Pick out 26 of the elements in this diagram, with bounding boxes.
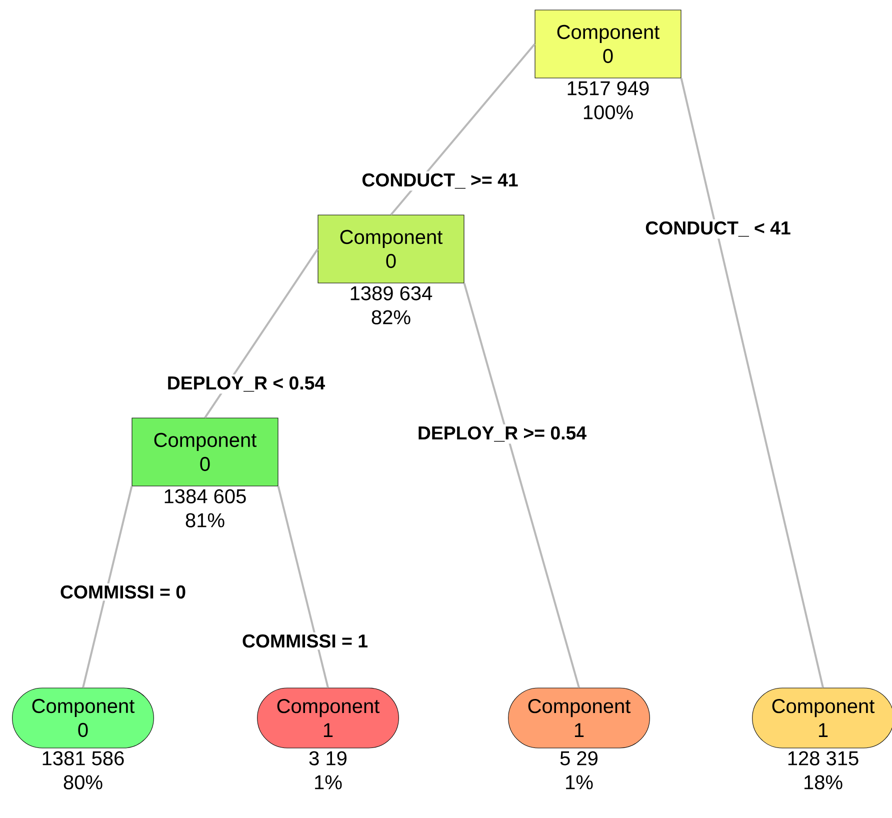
split-rule-label: COMMISSI = 1 <box>240 632 370 650</box>
split-rule-label: DEPLOY_R < 0.54 <box>164 374 328 394</box>
branch-line <box>277 486 329 688</box>
stats-text: 1389 634 82% <box>350 286 432 324</box>
split-rule-label: COMMISSI = 0 <box>58 583 188 601</box>
leaf-node: Component 1 <box>257 688 399 748</box>
branch-line <box>390 43 536 216</box>
stats-text: 3 19 1% <box>309 751 346 790</box>
leaf-node: Component 0 <box>12 688 154 748</box>
decision-box: Component 0 <box>132 418 278 486</box>
split-rule-label: DEPLOY_R >= 0.54 <box>415 424 589 444</box>
leaf-node: Component 1 <box>752 688 892 748</box>
branch-line <box>204 248 319 418</box>
decision-box: Component 0 <box>534 10 682 78</box>
split-rule-label: CONDUCT_ >= 41 <box>360 171 520 191</box>
branch-line <box>680 78 824 688</box>
split-rule-label: CONDUCT_ < 41 <box>643 219 793 239</box>
stats-text: 128 315 18% <box>788 751 858 790</box>
leaf-node: Component 1 <box>508 688 650 748</box>
branch-line <box>463 283 580 688</box>
decision-box: Component 0 <box>318 214 464 284</box>
stats-text: 1381 586 80% <box>42 751 124 790</box>
stats-text: 1384 605 81% <box>164 489 246 528</box>
stats-text: 1517 949 100% <box>568 81 649 120</box>
stats-text: 5 29 1% <box>560 751 598 790</box>
branch-line <box>82 486 133 688</box>
